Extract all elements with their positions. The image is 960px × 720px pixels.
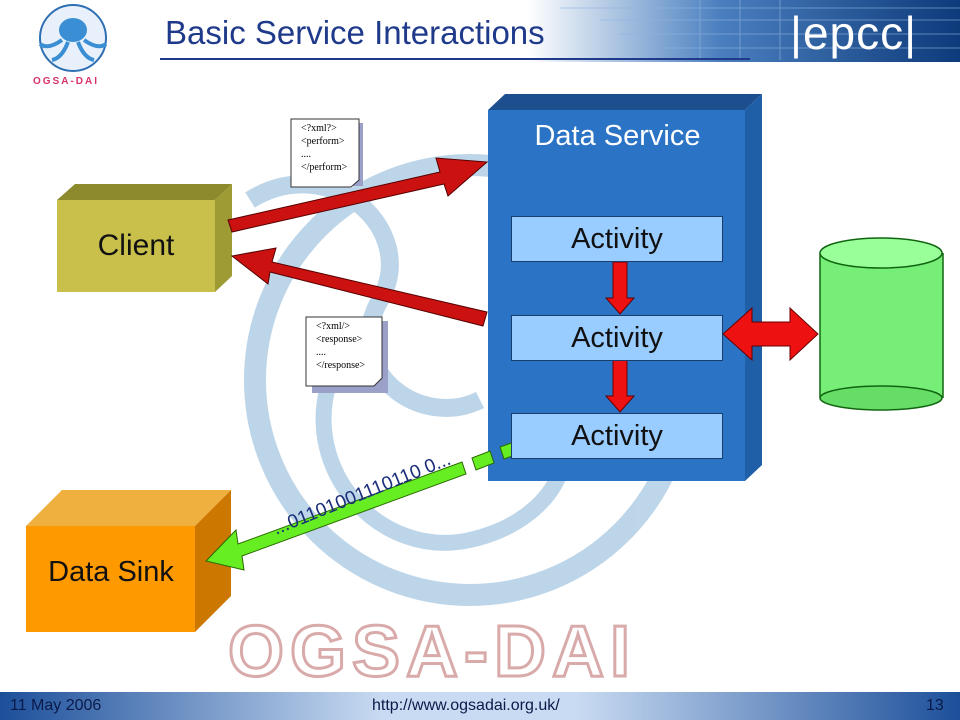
request-document-icon	[290, 118, 363, 188]
response-document-icon	[305, 316, 388, 393]
response-arrow	[230, 247, 488, 327]
activity-flow-arrow-1	[604, 261, 636, 315]
database-link-arrow	[722, 306, 819, 362]
ogsa-dai-logo-text: OGSA-DAI	[33, 76, 99, 87]
slide-title: Basic Service Interactions	[165, 14, 545, 51]
data-sink-label: Data Sink	[48, 556, 174, 588]
request-arrow	[227, 157, 489, 233]
database-cylinder-icon	[819, 237, 944, 411]
activity-box-2: Activity	[511, 315, 723, 361]
request-doc-line: ....	[301, 149, 311, 160]
response-document-text: <?xml/> <response> .... </response>	[316, 320, 365, 372]
data-service-label: Data Service	[534, 120, 701, 152]
epcc-logo: |epcc|	[790, 7, 918, 59]
request-doc-line: <perform>	[301, 136, 345, 147]
ogsa-dai-logo-icon	[38, 4, 108, 72]
activity-flow-arrow-2	[604, 359, 636, 413]
response-doc-line: <response>	[316, 334, 363, 345]
request-doc-line: <?xml?>	[301, 123, 337, 134]
client-label: Client	[97, 229, 175, 262]
title-underline	[160, 58, 750, 60]
footer-url-link[interactable]: http://www.ogsadai.org.uk/	[372, 697, 560, 714]
footer-date: 11 May 2006	[10, 697, 102, 714]
activity-box-1: Activity	[511, 216, 723, 262]
footer-bar	[0, 692, 960, 720]
client-box	[57, 184, 232, 292]
response-doc-line: <?xml/>	[316, 321, 351, 332]
activity-box-3: Activity	[511, 413, 723, 459]
request-doc-line: </perform>	[301, 162, 348, 173]
ogsa-dai-watermark: OGSA-DAI	[228, 612, 636, 692]
header-banner	[0, 0, 960, 62]
data-sink-box	[26, 490, 231, 632]
footer-page-number: 13	[926, 697, 944, 714]
response-doc-line: ....	[316, 347, 326, 358]
circuit-pattern	[560, 0, 960, 60]
response-doc-line: </response>	[316, 360, 366, 371]
request-document-text: <?xml?> <perform> .... </perform>	[301, 122, 347, 174]
